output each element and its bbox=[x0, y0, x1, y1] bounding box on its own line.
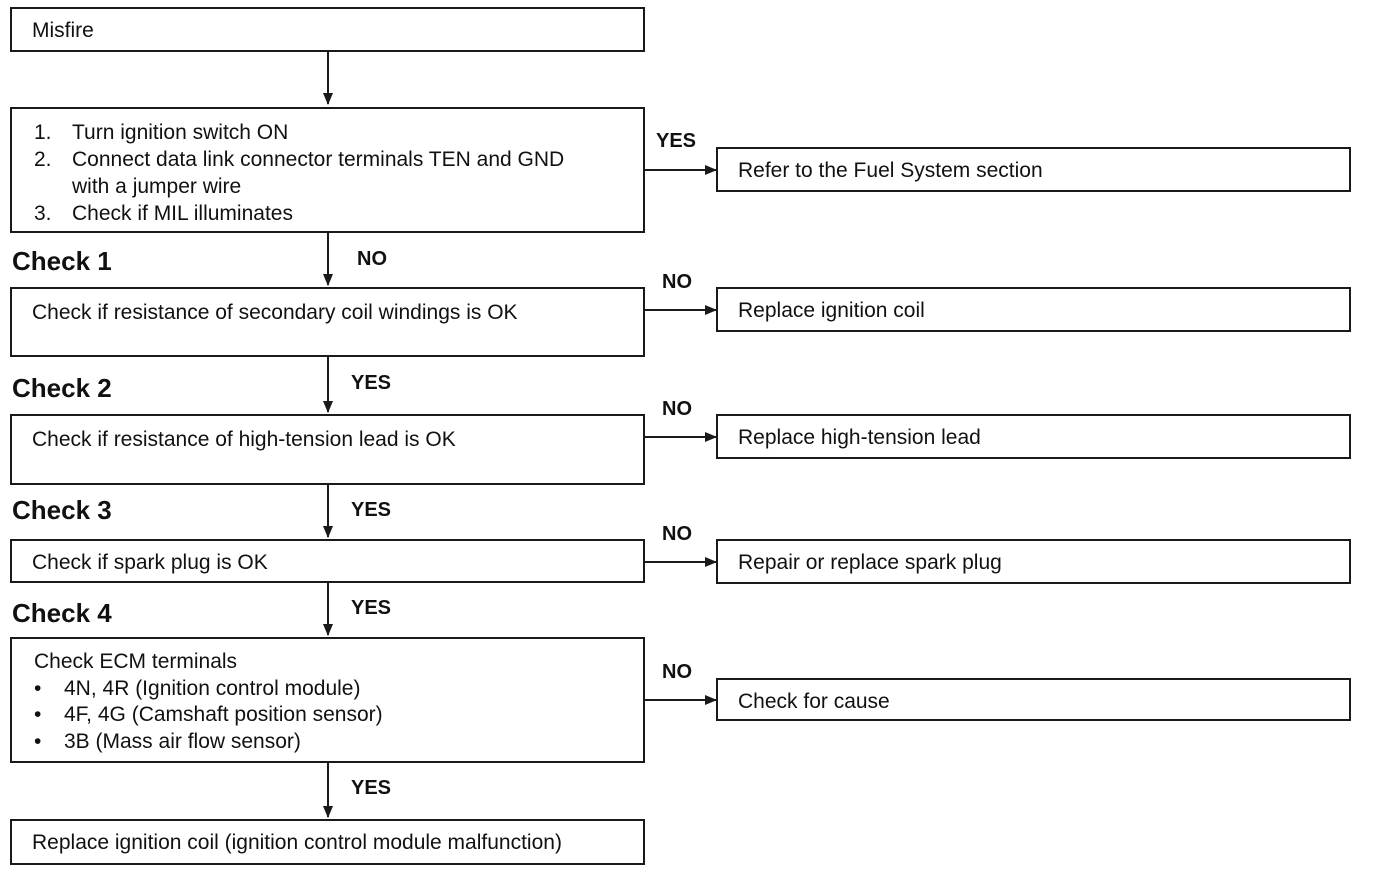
edge-label-yes: YES bbox=[351, 597, 392, 619]
edge-label-no: NO bbox=[662, 271, 692, 293]
step1-item: with a jumper wire bbox=[72, 175, 242, 198]
check4-title: Check ECM terminals bbox=[34, 650, 238, 673]
step1-item: 3. Check if MIL illuminates bbox=[34, 202, 293, 225]
edge-label-no: NO bbox=[662, 398, 692, 420]
node-step1: 1. Turn ignition switch ON 2. Connect da… bbox=[10, 107, 645, 233]
node-repair-plug: Repair or replace spark plug bbox=[716, 539, 1351, 584]
check4-bullet: • 4N, 4R (Ignition control module) bbox=[34, 676, 361, 700]
edge-label-no: NO bbox=[662, 523, 692, 545]
node-check3: Check if spark plug is OK bbox=[10, 539, 645, 583]
node-check1: Check if resistance of secondary coil wi… bbox=[10, 287, 645, 357]
edge-label-yes: YES bbox=[656, 130, 697, 152]
check4-bullet: • 4F, 4G (Camshaft position sensor) bbox=[34, 703, 383, 726]
heading-check2: Check 2 bbox=[12, 373, 112, 403]
edge-label-yes: YES bbox=[351, 777, 392, 799]
heading-check4: Check 4 bbox=[12, 598, 112, 628]
node-check-cause: Check for cause bbox=[716, 678, 1351, 721]
step1-item: 1. Turn ignition switch ON bbox=[34, 121, 289, 144]
node-replace-lead: Replace high-tension lead bbox=[716, 414, 1351, 459]
node-replace-coil: Replace ignition coil bbox=[716, 287, 1351, 332]
heading-check3: Check 3 bbox=[12, 495, 112, 525]
step1-item: 2. Connect data link connector terminals… bbox=[34, 148, 565, 171]
heading-check1: Check 1 bbox=[12, 246, 112, 276]
check4-bullet: • 3B (Mass air flow sensor) bbox=[34, 729, 301, 753]
edge-label-yes: YES bbox=[351, 372, 392, 394]
edge-label-no: NO bbox=[357, 248, 387, 270]
node-final: Replace ignition coil (ignition control … bbox=[10, 819, 645, 865]
node-misfire: Misfire bbox=[10, 7, 645, 52]
node-check4: Check ECM terminals • 4N, 4R (Ignition c… bbox=[10, 637, 645, 763]
node-fuel-system: Refer to the Fuel System section bbox=[716, 147, 1351, 192]
node-check2: Check if resistance of high-tension lead… bbox=[10, 414, 645, 485]
edge-label-yes: YES bbox=[351, 499, 392, 521]
edge-label-no: NO bbox=[662, 661, 692, 683]
